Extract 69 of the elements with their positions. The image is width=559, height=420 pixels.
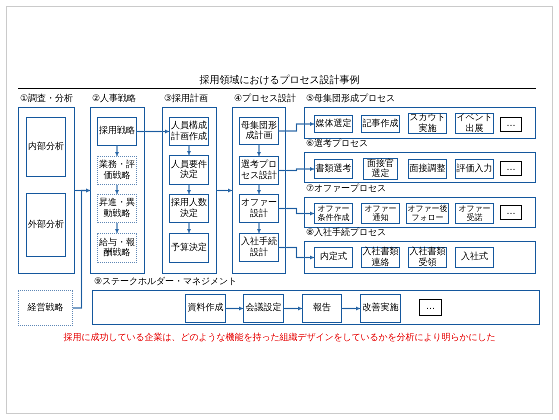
ellipsis-box: … <box>419 299 442 316</box>
panel-heading: ①調査・分析 <box>20 93 74 105</box>
step-box: 予算決定 <box>169 233 209 263</box>
step-box: 評価入力 <box>455 159 494 179</box>
step-box: 入社書類連絡 <box>361 247 400 268</box>
step-box: 入社式 <box>455 247 494 268</box>
panel-heading: ④プロセス設計 <box>234 93 296 105</box>
step-box: オファー設計 <box>239 194 279 223</box>
ellipsis-box: … <box>500 117 522 132</box>
arrow <box>217 188 232 192</box>
arrow <box>279 122 314 132</box>
panel-heading: ⑨ステークホルダー・マネジメント <box>94 276 238 288</box>
step-box: 資料作成 <box>185 294 226 323</box>
panel-heading: ⑥選考プロセス <box>306 138 368 150</box>
step-box: スカウト実施 <box>408 113 447 134</box>
step-box: オファー通知 <box>361 203 400 224</box>
ellipsis-box: … <box>500 205 522 220</box>
step-box: 人員要件決定 <box>169 155 209 185</box>
arrow <box>187 146 191 155</box>
step-box: 報告 <box>302 294 342 323</box>
step-box: 面接調整 <box>408 159 447 179</box>
step-box: 昇進・異動戦略 <box>97 194 137 223</box>
step-box: イベント出展 <box>455 113 494 134</box>
arrow <box>257 145 261 156</box>
step-box: 採用人数決定 <box>169 194 209 223</box>
title-text: 採用領域におけるプロセス設計事例 <box>198 74 360 86</box>
arrow <box>73 188 90 309</box>
step-box: 改善実施 <box>360 294 401 323</box>
step-box: オファー条件作成 <box>314 203 353 224</box>
panel-heading: ②人事戦略 <box>92 93 136 105</box>
arrow <box>226 306 243 310</box>
arrow <box>257 223 261 233</box>
caption-text: 採用に成功している企業は、どのような機能を持った組織デザインをしているかを分析により明らかにした <box>62 332 496 344</box>
step-box: 会議設定 <box>243 294 284 323</box>
step-box: 母集団形成計画 <box>239 117 279 145</box>
panel-heading: ③採用計画 <box>164 93 208 105</box>
step-box: 給与・報酬戦略 <box>97 233 137 263</box>
step-box: 外部分析 <box>26 193 66 257</box>
arrow <box>257 185 261 194</box>
arrow <box>279 167 314 172</box>
step-box: 書類選考 <box>314 159 353 179</box>
step-box: 内部分析 <box>26 117 66 177</box>
step-box: 入社手続設計 <box>239 233 279 262</box>
step-box: 経営戦略 <box>18 290 73 326</box>
arrow <box>115 185 119 194</box>
arrow <box>137 130 169 134</box>
arrow <box>342 306 360 310</box>
arrow <box>279 208 314 216</box>
arrow <box>187 185 191 194</box>
step-box: オファー後フォロー <box>406 203 449 224</box>
step-box: 人員構成計画作成 <box>169 117 209 146</box>
step-box: 記事作成 <box>361 115 400 133</box>
step-box: 面接官選定 <box>363 158 398 180</box>
step-box: 入社書類受領 <box>408 247 447 268</box>
arrow <box>115 146 119 156</box>
step-box: オファー受諾 <box>455 203 494 224</box>
step-box: 内定式 <box>314 247 353 268</box>
arrow <box>279 246 314 260</box>
arrow <box>284 306 302 310</box>
step-box: 媒体選定 <box>314 115 353 133</box>
panel-heading: ⑦オファープロセス <box>306 183 386 195</box>
panel-heading: ⑤母集団形成プロセス <box>306 93 396 105</box>
ellipsis-box: … <box>500 161 522 176</box>
arrow <box>187 223 191 233</box>
arrow <box>115 223 119 233</box>
step-box: 業務・評価戦略 <box>97 156 137 185</box>
step-box: 採用戦略 <box>97 117 137 146</box>
step-box: 選考プロセス設計 <box>239 156 279 185</box>
panel-heading: ⑧入社手続プロセス <box>306 227 386 239</box>
